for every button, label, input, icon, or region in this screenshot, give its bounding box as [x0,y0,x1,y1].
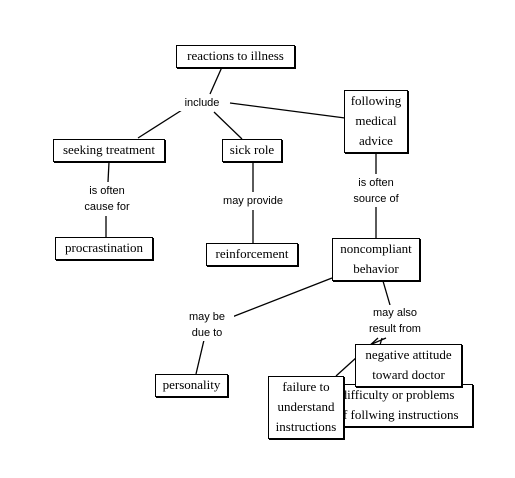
concept-noncompliant-behavior[interactable]: noncompliant behavior [332,238,420,281]
line-include-seeking [137,109,183,139]
concept-personality[interactable]: personality [155,374,228,397]
link-is-often-cause-for[interactable]: is often cause for [76,183,138,215]
link-may-be-due-to[interactable]: may be due to [180,309,234,341]
concept-seeking-treatment[interactable]: seeking treatment [53,139,165,162]
line-reactions-include [209,66,223,95]
concept-following-medical-advice[interactable]: following medical advice [344,90,408,153]
link-may-also-result-from[interactable]: may also result from [362,305,428,337]
concept-difficulty[interactable]: difficulty or problems of follwing instr… [322,384,473,427]
concept-failure-to-understand[interactable]: failure to understand instructions [268,376,344,439]
line-seeking-cause [107,161,110,183]
link-include[interactable]: include [178,95,226,111]
concept-procrastination[interactable]: procrastination [55,237,153,260]
concept-reinforcement[interactable]: reinforcement [206,243,298,266]
concept-reactions-to-illness[interactable]: reactions to illness [176,45,295,68]
line-noncompliant-resultfrom [382,280,391,306]
link-is-often-source-of[interactable]: is often source of [346,175,406,207]
line-resultfrom-negative [371,337,387,345]
concept-sick-role[interactable]: sick role [222,139,282,162]
line-include-following [229,102,346,119]
line-include-sickrole [213,111,243,140]
line-noncompliant-duedo [231,277,333,318]
line-duedo-personality [195,339,205,375]
concept-negative-attitude[interactable]: negative attitude toward doctor [355,344,462,387]
link-may-provide[interactable]: may provide [216,193,290,209]
